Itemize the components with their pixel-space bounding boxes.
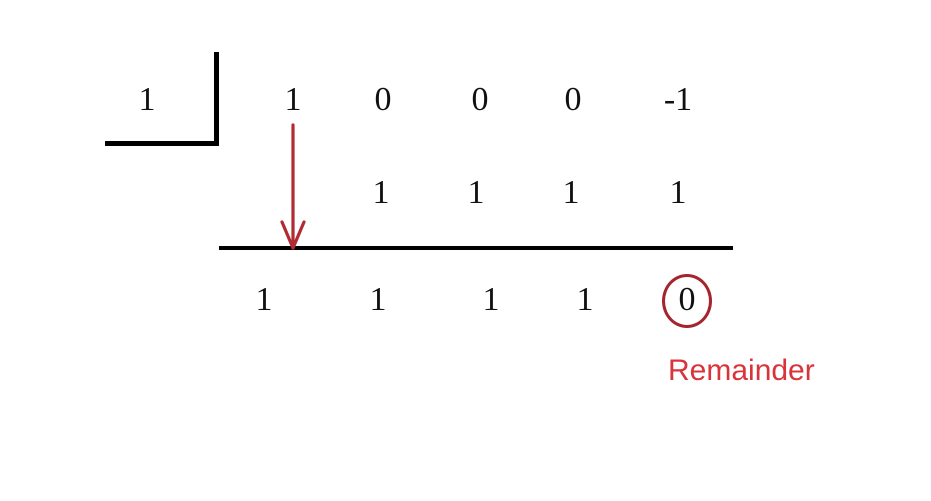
remainder-highlight-circle	[662, 274, 712, 328]
result-row-cell: 1	[255, 281, 273, 318]
dividend-row-cell: 1	[284, 81, 302, 118]
division-bracket-vertical-line	[214, 52, 219, 146]
dividend-row-cell: 0	[471, 81, 489, 118]
subtrahend-row-cell: 1	[372, 174, 390, 211]
subtraction-rule-line	[219, 246, 733, 250]
result-row-cell: 1	[369, 281, 387, 318]
result-row-cell: 1	[482, 281, 500, 318]
dividend-row-cell: 0	[564, 81, 582, 118]
dividend-row-cell: -1	[663, 81, 693, 118]
carry-down-arrow-icon	[280, 123, 306, 250]
subtrahend-row-cell: 1	[467, 174, 485, 211]
result-row-cell: 1	[576, 281, 594, 318]
subtrahend-row-cell: 1	[669, 174, 687, 211]
dividend-row-cell: 0	[374, 81, 392, 118]
division-bracket-horizontal-line	[105, 141, 219, 146]
subtrahend-row-cell: 1	[562, 174, 580, 211]
remainder-label: Remainder	[668, 354, 815, 387]
divisor-digit: 1	[138, 81, 156, 118]
